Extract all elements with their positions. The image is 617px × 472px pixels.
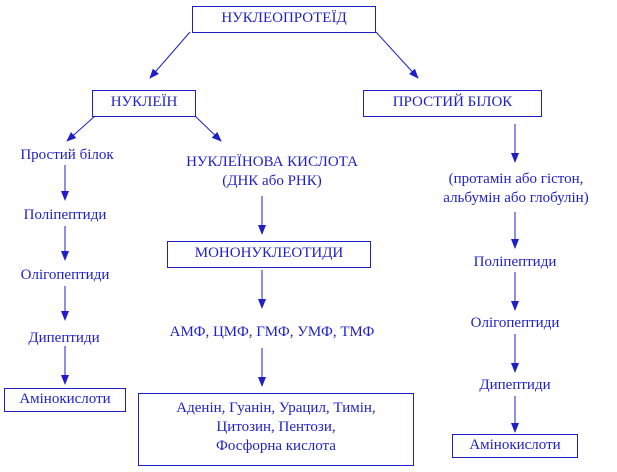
nucleic-acid-subtitle: (ДНК або РНК) [222,173,322,189]
mononucleotides-label: МОНОНУКЛЕОТИДИ [194,245,344,261]
protein-examples-line-2: альбумін або глобулін) [443,190,589,206]
simple-protein-label: ПРОСТИЙ БІЛОК [392,94,513,110]
right-oligopeptides-label: Олігопептиди [470,315,560,331]
left-simple-protein: Простий білок [6,146,128,164]
arrow-nuclein-to-protein [66,115,96,142]
arrow-nuclein-to-acid [194,115,222,142]
left-amino-acids-label: Амінокислоти [19,391,111,407]
left-polypeptides-label: Поліпептиди [23,207,107,223]
hydrolysis-products-node: Аденін, Гуанін, Урацил, Тимін, Цитозин, … [138,393,414,466]
products-line-2: Цитозин, Пентози, [216,419,336,435]
left-dipeptides-label: Дипептиди [28,330,100,346]
right-polypeptides-label: Поліпептиди [473,254,557,270]
products-line-3: Фосфорна кислота [216,438,336,454]
left-oligopeptides: Олігопептиди [4,266,126,284]
products-line-1: Аденін, Гуанін, Урацил, Тимін, [176,400,376,416]
left-polypeptides: Поліпептиди [6,206,124,224]
root-label: НУКЛЕОПРОТЕЇД [221,10,347,26]
nucleic-acid-title: НУКЛЕЇНОВА КИСЛОТА [186,154,358,170]
nuclein-node: НУКЛЕЇН [92,90,196,117]
protein-examples: (протамін або гістон, альбумін або глобу… [418,170,614,208]
arrow-root-to-simple-protein [375,31,419,79]
nuclein-label: НУКЛЕЇН [110,94,178,110]
protein-examples-line-1: (протамін або гістон, [448,171,584,187]
left-amino-acids-node: Амінокислоти [4,388,126,412]
left-dipeptides: Дипептиди [14,329,114,347]
right-oligopeptides: Олігопептиди [452,314,578,332]
mononucleotides-node: МОНОНУКЛЕОТИДИ [167,241,371,268]
root-node: НУКЛЕОПРОТЕЇД [192,6,376,33]
right-dipeptides: Дипептиди [464,376,566,394]
right-amino-acids-label: Амінокислоти [469,437,561,453]
nucleic-acid-node: НУКЛЕЇНОВА КИСЛОТА (ДНК або РНК) [156,153,388,191]
right-amino-acids-node: Амінокислоти [452,434,578,458]
left-simple-protein-label: Простий білок [20,147,114,163]
simple-protein-node: ПРОСТИЙ БІЛОК [363,90,542,117]
right-dipeptides-label: Дипептиди [479,377,551,393]
left-oligopeptides-label: Олігопептиди [20,267,110,283]
right-polypeptides: Поліпептиди [456,253,574,271]
nucleotide-list: АМФ, ЦМФ, ГМФ, УМФ, ТМФ [136,323,408,341]
nucleotide-list-label: АМФ, ЦМФ, ГМФ, УМФ, ТМФ [169,324,375,340]
arrow-root-to-nuclein [149,31,191,79]
